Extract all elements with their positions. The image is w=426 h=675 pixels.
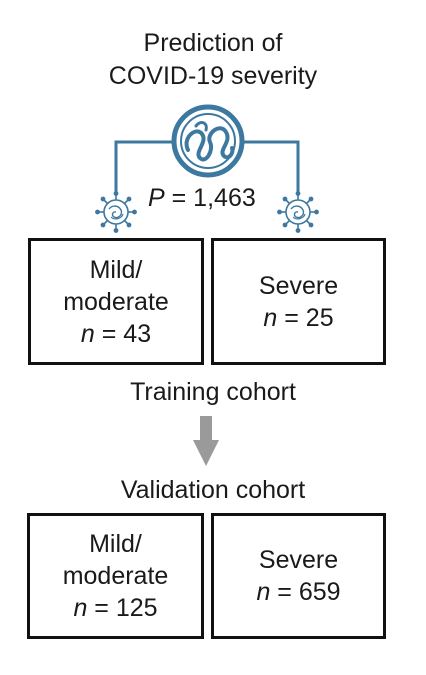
protein-count-label: P = 1,463 [148,184,256,213]
validation-mild-n: n = 125 [73,592,157,624]
validation-mild-line1: Mild/ [89,530,142,558]
validation-mild-n-symbol: n [73,594,88,622]
training-mild-n-value: = 43 [101,319,152,348]
title-line-1: Prediction of [143,29,283,57]
virus-icon [95,191,137,233]
connector-lines [114,140,300,192]
title-line-2: COVID-19 severity [108,62,318,90]
validation-severe-n-symbol: n [256,578,271,606]
diagram-title: Prediction of COVID-19 severity [0,27,426,93]
training-mild-line1: Mild/ [89,255,143,284]
validation-mild-box: Mild/ moderate n = 125 [27,513,204,639]
validation-severe-box: Severe n = 659 [211,513,386,639]
training-severe-n: n = 25 [263,302,333,334]
virus-icon [277,191,319,233]
validation-cohort-label: Validation cohort [120,476,306,504]
validation-mild-n-value: = 125 [94,594,158,622]
validation-severe-line1: Severe [258,546,339,574]
protein-icon [171,104,245,178]
training-mild-n-symbol: n [80,319,95,348]
training-mild-box: Mild/ moderate n = 43 [28,238,204,365]
training-mild-n: n = 43 [81,318,151,350]
validation-severe-n: n = 659 [256,576,340,608]
training-severe-box: Severe n = 25 [211,238,386,365]
training-mild-line2: moderate [63,287,169,316]
training-severe-n-symbol: n [263,303,278,332]
protein-count-value: = 1,463 [171,184,256,212]
training-severe-line1: Severe [258,271,339,300]
training-cohort-label: Training cohort [130,378,296,406]
protein-count-symbol: P [148,184,165,212]
arrow-down-icon [193,416,219,466]
training-severe-n-value: = 25 [284,303,334,332]
validation-mild-line2: moderate [62,562,169,590]
validation-severe-n-value: = 659 [277,578,341,606]
